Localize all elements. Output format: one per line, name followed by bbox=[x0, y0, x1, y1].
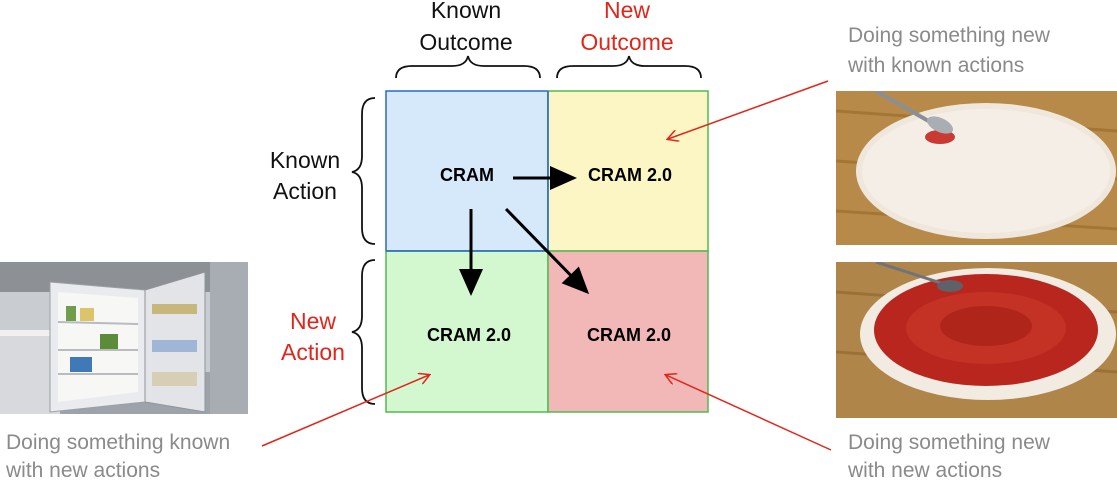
column-header-new-outcome-line2: Outcome bbox=[580, 29, 673, 55]
column-brace-new-outcome bbox=[556, 55, 702, 79]
cell-label-cram20-new-action: CRAM 2.0 bbox=[427, 325, 511, 345]
pizza-dough-spoon-illustration bbox=[836, 91, 1117, 245]
annotation-arrow-top-right bbox=[668, 80, 829, 139]
annotation-bottom-left-line2: with new actions bbox=[5, 459, 160, 480]
annotation-bottom-right-line2: with new actions bbox=[847, 459, 1002, 480]
annotation-top-right-line2: with known actions bbox=[847, 54, 1024, 77]
arrow-cram-to-new-both bbox=[504, 207, 590, 295]
annotation-arrow-bottom-left bbox=[261, 375, 429, 447]
pizza-sauce-spread-image bbox=[836, 262, 1117, 418]
cell-label-cram20-new-both: CRAM 2.0 bbox=[587, 325, 671, 345]
row-header-known-action-line2: Action bbox=[273, 178, 337, 204]
row-brace-known-action bbox=[351, 97, 376, 245]
annotation-known-with-new-actions: Doing something known with new actions bbox=[5, 431, 230, 480]
column-header-new-outcome-line1: New bbox=[604, 0, 650, 23]
row-brace-new-action bbox=[351, 259, 376, 405]
annotation-bottom-right-line1: Doing something new bbox=[848, 431, 1051, 454]
kitchen-fridge-illustration bbox=[0, 262, 248, 414]
annotation-new-with-known-actions: Doing something new with known actions bbox=[847, 24, 1051, 77]
annotation-top-right-line1: Doing something new bbox=[848, 24, 1051, 47]
cell-label-cram20-new-outcome: CRAM 2.0 bbox=[588, 165, 672, 185]
row-header-known-action-line1: Known bbox=[270, 147, 340, 173]
column-header-new-outcome: New Outcome bbox=[580, 0, 673, 55]
annotation-arrow-bottom-right bbox=[666, 375, 832, 451]
row-header-new-action-line1: New bbox=[290, 308, 336, 334]
row-header-known-action: Known Action bbox=[270, 147, 340, 204]
cell-label-cram: CRAM bbox=[440, 165, 494, 185]
pizza-dough-spoon-image bbox=[836, 91, 1117, 245]
column-header-known-outcome-line1: Known bbox=[431, 0, 501, 23]
pizza-sauce-spread-illustration bbox=[836, 262, 1117, 418]
row-header-new-action: New Action bbox=[281, 308, 345, 365]
annotation-new-with-new-actions: Doing something new with new actions bbox=[847, 431, 1051, 480]
column-brace-known-outcome bbox=[395, 55, 541, 79]
column-header-known-outcome: Known Outcome bbox=[419, 0, 512, 55]
kitchen-fridge-image bbox=[0, 262, 248, 414]
column-header-known-outcome-line2: Outcome bbox=[419, 29, 512, 55]
row-header-new-action-line2: Action bbox=[281, 339, 345, 365]
annotation-bottom-left-line1: Doing something known bbox=[6, 431, 230, 454]
